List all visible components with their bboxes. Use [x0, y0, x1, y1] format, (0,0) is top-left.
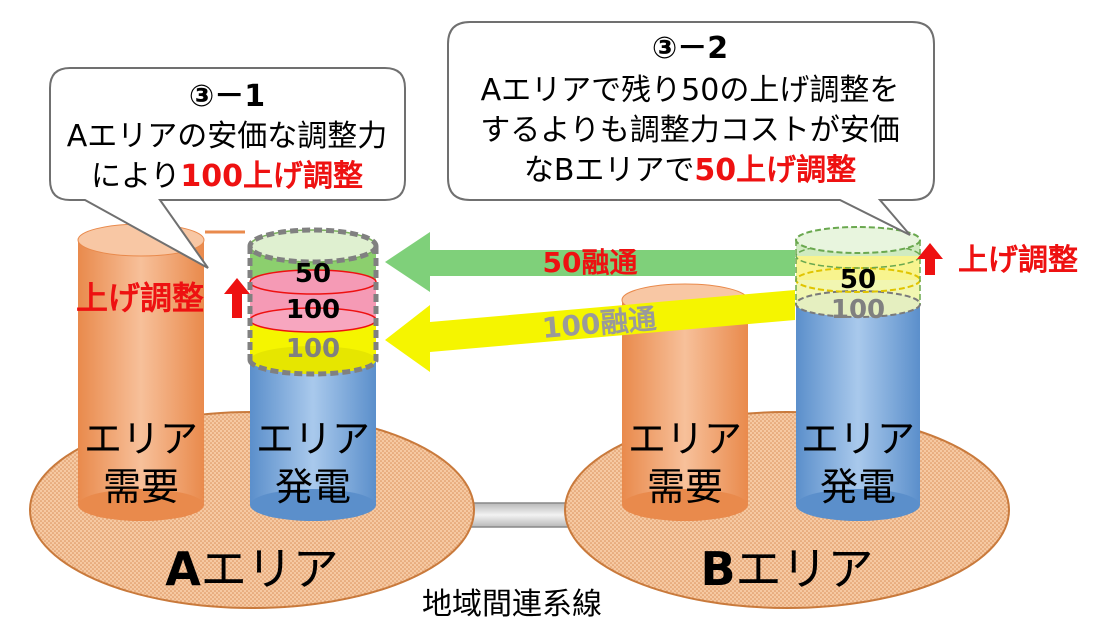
callout-a-line1: Aエリアの安価な調整力: [67, 119, 388, 154]
area-a-stack-100-yellow: 100: [286, 334, 340, 364]
tie-line-label: 地域間連系線: [422, 587, 602, 622]
callout-a-number: ③－1: [189, 79, 265, 114]
area-a-stack-100-red: 100: [286, 295, 340, 325]
area-b-up-arrow-icon: [917, 243, 943, 275]
callout-b-line1: Aエリアで残り50の上げ調整を: [481, 73, 900, 108]
callout-a-line2-prefix: により: [91, 159, 180, 194]
area-b-stack-50: 50: [840, 265, 876, 295]
area-a-name: Aエリア: [165, 542, 339, 596]
area-a-generation-cylinder: [247, 227, 379, 521]
area-b-demand-label-line2: 需要: [647, 465, 723, 509]
area-a-gen-label-line1: エリア: [256, 417, 370, 461]
area-a-name-rest: エリア: [201, 542, 339, 596]
callout-b-number: ③－2: [652, 31, 728, 66]
area-b-generation-cylinder: [795, 226, 921, 521]
area-b-name: Bエリア: [700, 542, 873, 596]
area-a-demand-label-line2: 需要: [103, 465, 179, 509]
area-a-demand-label-line1: エリア: [84, 417, 198, 461]
area-b-name-bold: B: [700, 542, 735, 596]
callout-a-line2: により100上げ調整: [91, 159, 363, 194]
area-b-demand-label-line1: エリア: [628, 417, 742, 461]
callout-a-bubble: [49, 67, 406, 269]
area-b-gen-label-line2: 発電: [820, 465, 896, 509]
callout-b-line2: するよりも調整力コストが安価: [480, 113, 899, 148]
callout-b-line3-prefix: なBエリアで: [524, 153, 695, 188]
area-a-up-arrow-icon: [224, 278, 250, 318]
callout-a-line2-highlight: 100上げ調整: [180, 159, 363, 194]
green-transfer-label: 50融通: [543, 246, 638, 279]
yellow-transfer-arrow: [385, 290, 795, 372]
green-transfer-arrow: [385, 232, 795, 292]
callout-b-line3-highlight: 50上げ調整: [694, 153, 856, 188]
area-a-name-bold: A: [165, 542, 201, 596]
callout-b-line3: なBエリアで50上げ調整: [524, 153, 856, 188]
area-a-up-label: 上げ調整: [76, 279, 204, 317]
area-a-stack-50: 50: [295, 259, 331, 289]
area-b-gen-label-line1: エリア: [801, 417, 915, 461]
area-a-gen-label-line2: 発電: [275, 465, 351, 509]
callout-b-bubble: [447, 21, 935, 236]
area-b-stack-100: 100: [831, 295, 885, 325]
area-b-up-label: 上げ調整: [958, 243, 1078, 278]
area-b-name-rest: エリア: [736, 542, 874, 596]
